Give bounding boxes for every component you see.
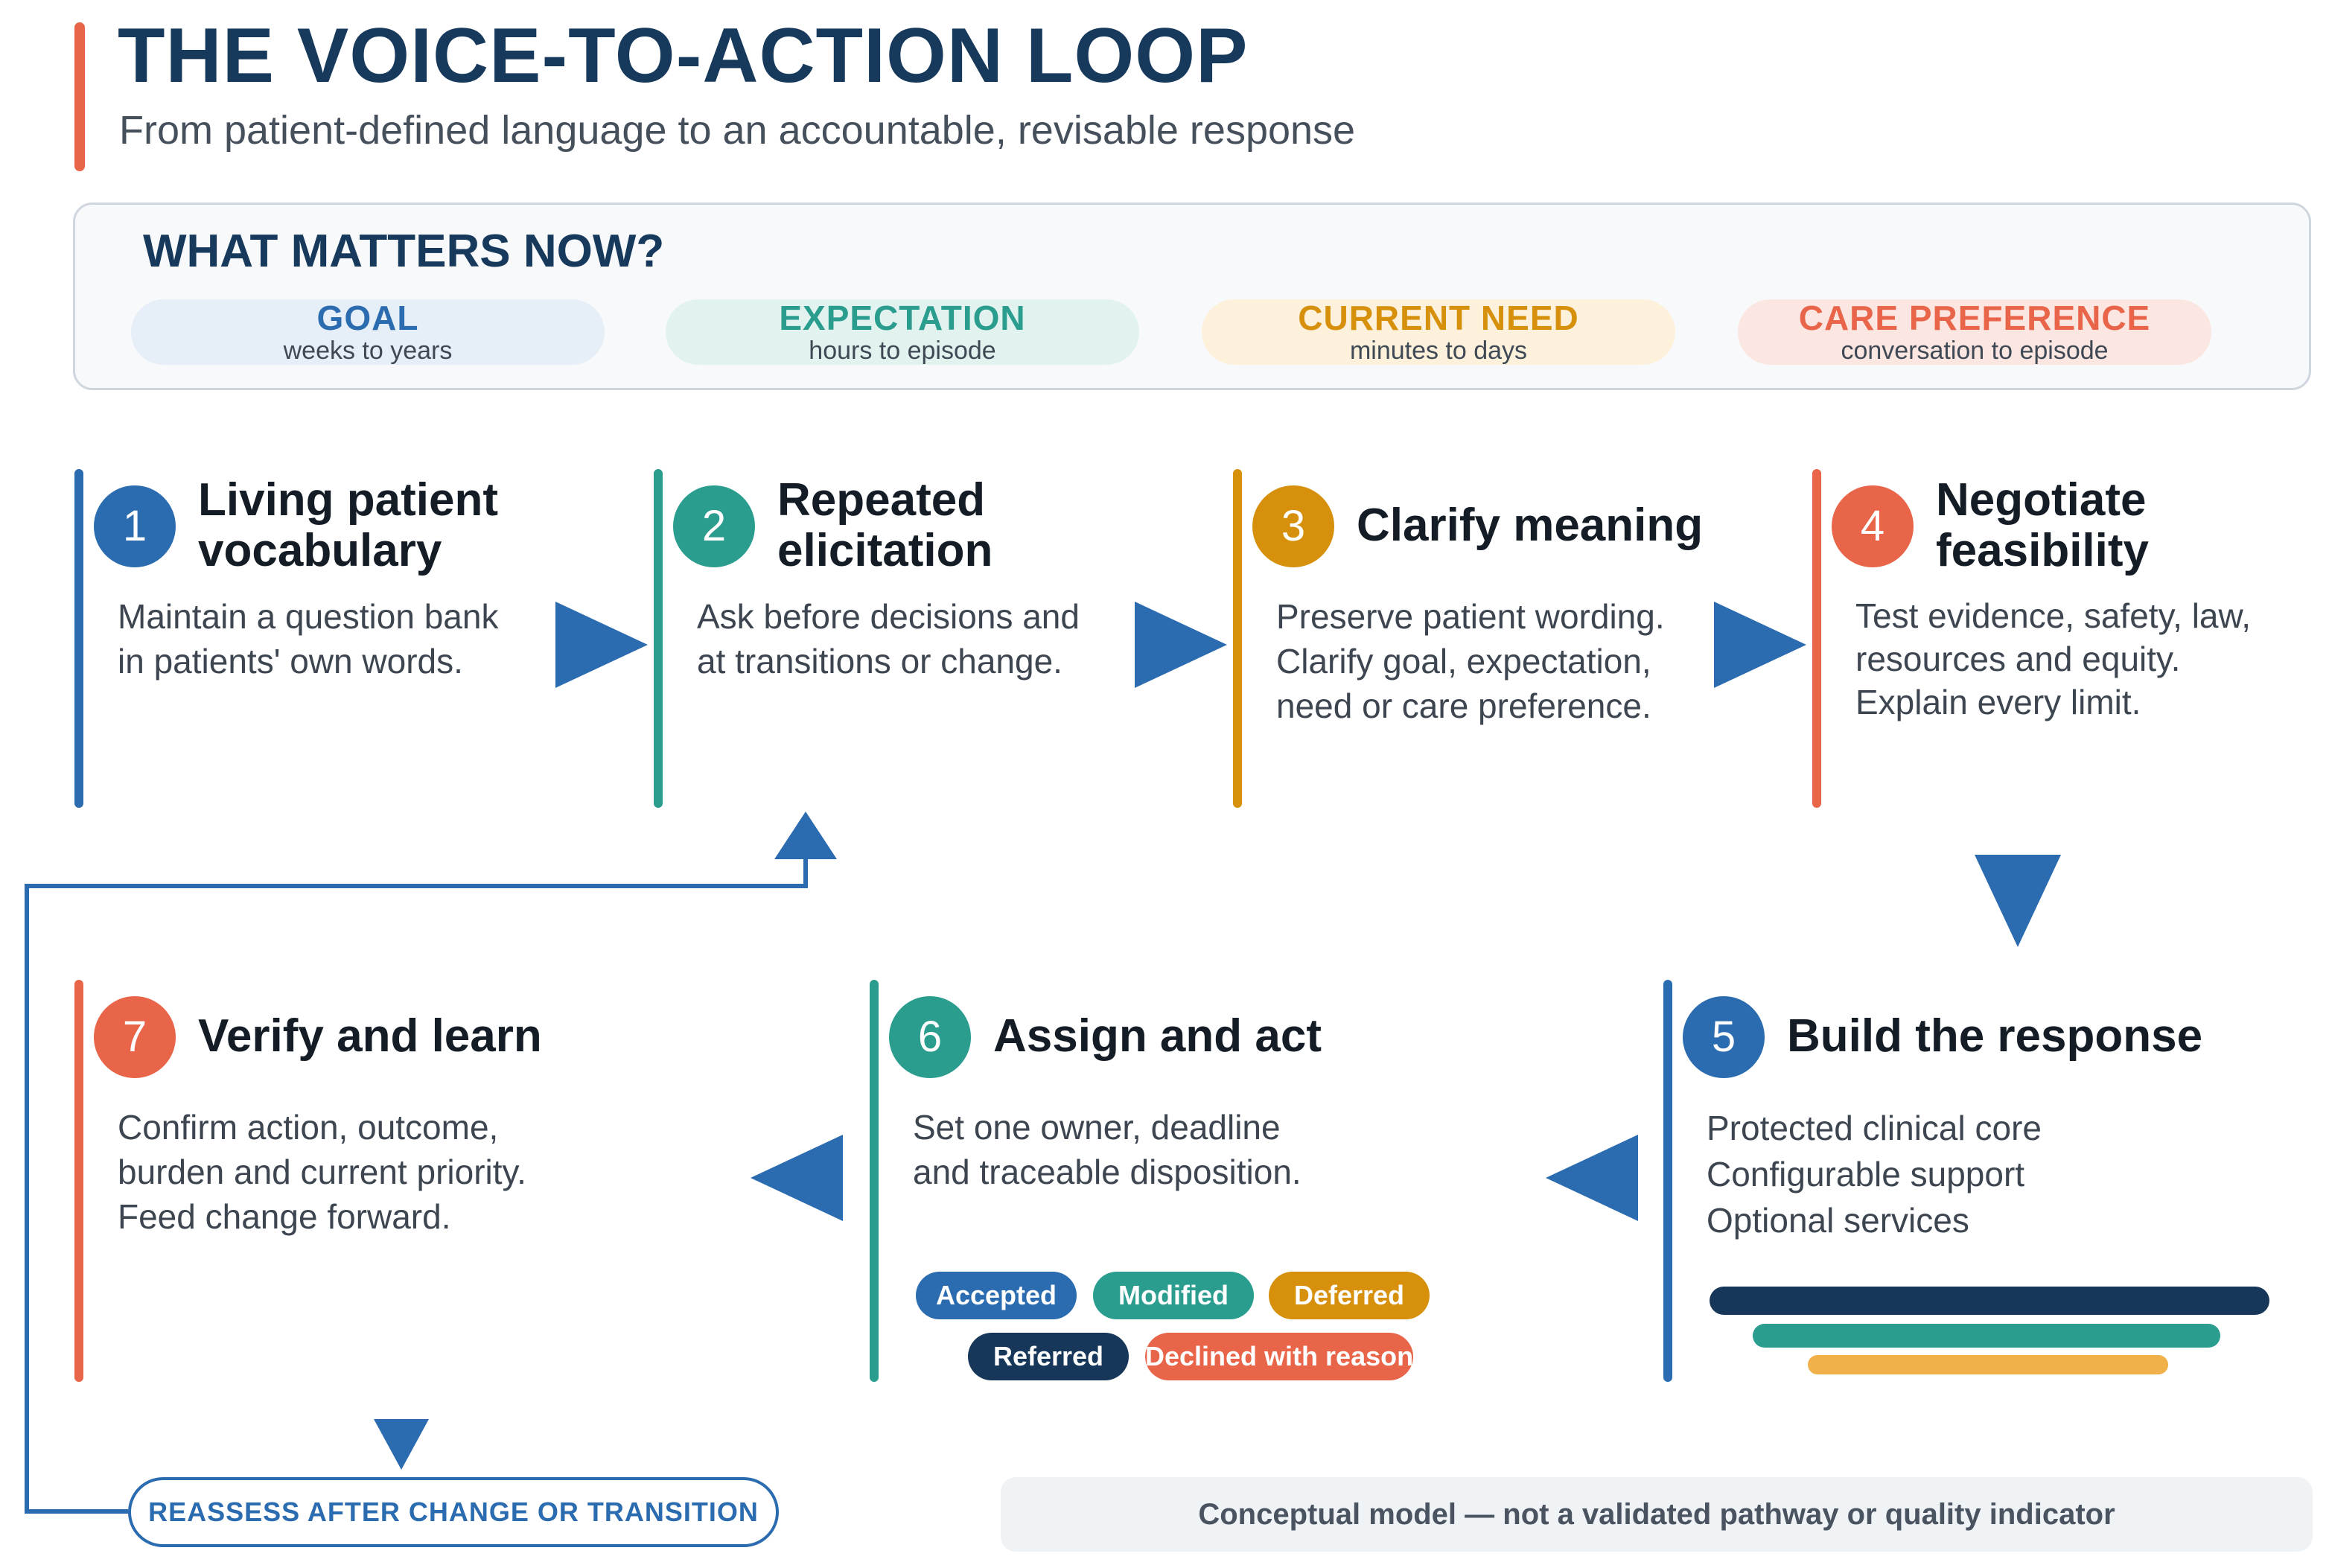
step-2-title: Repeated elicitation <box>777 474 993 576</box>
category-label: GOAL <box>316 299 419 337</box>
page-subtitle: From patient-defined language to an acco… <box>119 108 1356 153</box>
step-6-description: Set one owner, deadline and traceable di… <box>913 1108 1302 1191</box>
disposition-referred-chip: Referred <box>968 1333 1129 1380</box>
response-layer-support-bar <box>1753 1324 2220 1348</box>
step-3-bar <box>1233 469 1242 808</box>
arrow-right-3-to-4 <box>1714 602 1806 688</box>
disposition-modified-chip: Modified <box>1093 1272 1254 1319</box>
category-label: EXPECTATION <box>779 299 1026 337</box>
loop-return-line <box>25 856 808 1514</box>
arrow-down-4-to-5 <box>1975 855 2061 947</box>
step-4-badge: 4 <box>1832 485 1914 567</box>
response-layer-optional-bar <box>1808 1355 2168 1374</box>
category-timeframe: conversation to episode <box>1841 337 2109 365</box>
category-timeframe: minutes to days <box>1349 337 1528 365</box>
step-7-title: Verify and learn <box>198 1010 542 1062</box>
step-6-badge: 6 <box>889 996 971 1078</box>
title-accent-bar <box>74 22 85 171</box>
step-4-description: Test evidence, safety, law, resources an… <box>1855 596 2251 721</box>
disposition-deferred-chip: Deferred <box>1269 1272 1430 1319</box>
step-2-bar <box>654 469 663 808</box>
step-6-title: Assign and act <box>993 1010 1322 1062</box>
step-4-bar <box>1812 469 1821 808</box>
step-7-badge: 7 <box>94 996 176 1078</box>
step-7-bar <box>74 980 83 1382</box>
arrow-up-to-step-2 <box>774 812 837 859</box>
page-title: THE VOICE-TO-ACTION LOOP <box>118 13 1249 99</box>
step-1-bar <box>74 469 83 808</box>
reassess-label: REASSESS AFTER CHANGE OR TRANSITION <box>128 1477 779 1547</box>
arrow-down-to-reassess <box>374 1419 429 1470</box>
step-7-description: Confirm action, outcome, burden and curr… <box>118 1108 526 1236</box>
step-5-description: Protected clinical core Configurable sup… <box>1707 1109 2042 1240</box>
category-pill-goal: GOAL weeks to years <box>131 299 605 365</box>
step-6-bar <box>870 980 879 1382</box>
category-timeframe: hours to episode <box>809 337 996 365</box>
disposition-declined-chip: Declined with reason <box>1145 1333 1413 1380</box>
step-4-title: Negotiate feasibility <box>1936 474 2149 576</box>
disposition-accepted-chip: Accepted <box>916 1272 1077 1319</box>
step-5-bar <box>1663 980 1672 1382</box>
step-2-description: Ask before decisions and at transitions … <box>697 597 1080 681</box>
category-pill-expectation: EXPECTATION hours to episode <box>666 299 1139 365</box>
arrow-left-6-to-7 <box>751 1135 843 1221</box>
disclaimer-note: Conceptual model — not a validated pathw… <box>1001 1477 2313 1552</box>
response-layer-core-bar <box>1710 1287 2269 1315</box>
step-1-title: Living patient vocabulary <box>198 474 498 576</box>
category-pill-current-need: CURRENT NEED minutes to days <box>1202 299 1675 365</box>
arrow-right-1-to-2 <box>555 602 648 688</box>
step-3-description: Preserve patient wording. Clarify goal, … <box>1276 597 1665 725</box>
category-label: CARE PREFERENCE <box>1798 299 2151 337</box>
what-matters-title: WHAT MATTERS NOW? <box>143 226 665 277</box>
category-timeframe: weeks to years <box>283 337 453 365</box>
category-label: CURRENT NEED <box>1298 299 1579 337</box>
step-2-badge: 2 <box>673 485 755 567</box>
step-5-title: Build the response <box>1787 1010 2203 1062</box>
arrow-left-5-to-6 <box>1546 1135 1638 1221</box>
category-pill-care-preference: CARE PREFERENCE conversation to episode <box>1738 299 2211 365</box>
step-1-badge: 1 <box>94 485 176 567</box>
step-3-title: Clarify meaning <box>1357 500 1704 551</box>
step-3-badge: 3 <box>1252 485 1334 567</box>
arrow-right-2-to-3 <box>1135 602 1227 688</box>
step-5-badge: 5 <box>1683 996 1765 1078</box>
step-1-description: Maintain a question bank in patients' ow… <box>118 597 499 681</box>
